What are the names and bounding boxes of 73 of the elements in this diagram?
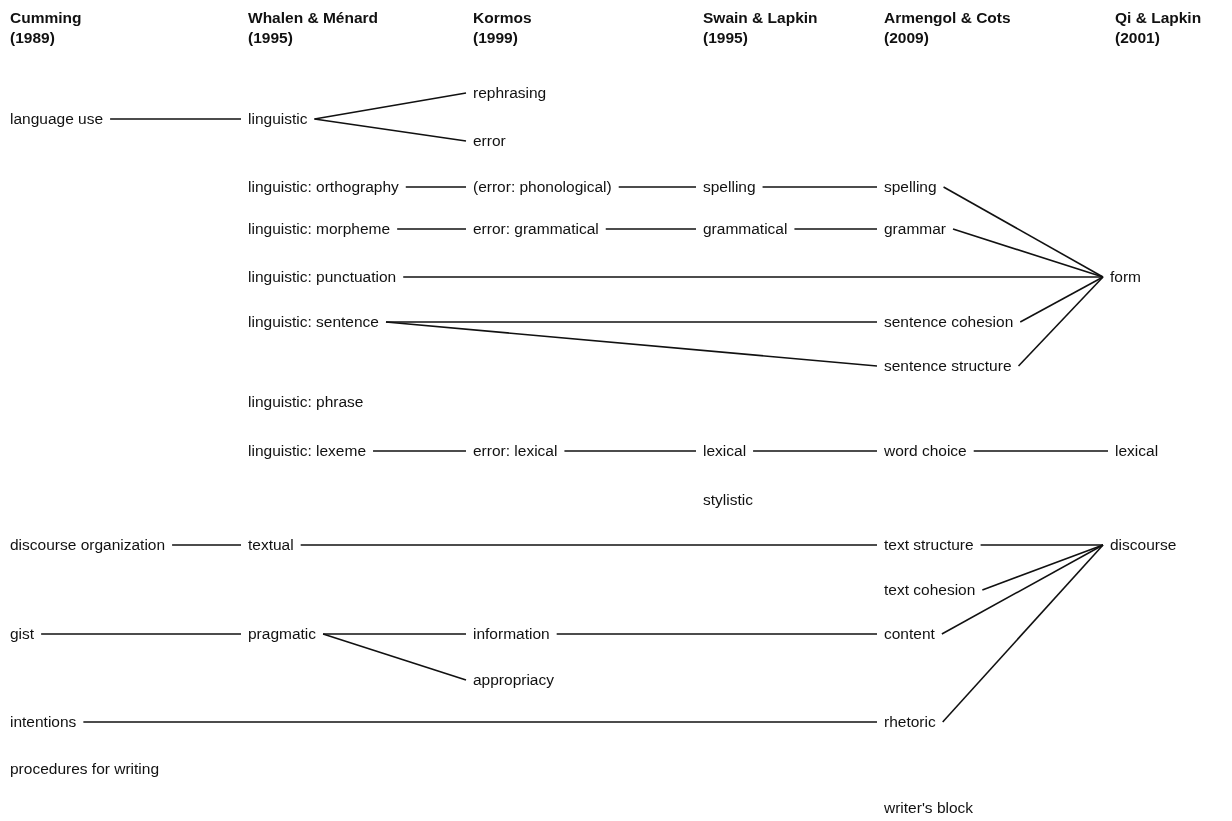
connector-line: [942, 186, 1104, 278]
connector-line: [752, 450, 878, 452]
connector-line: [40, 633, 242, 635]
column-heading: Swain & Lapkin (1995): [703, 8, 819, 48]
term-label: error: lexical: [466, 441, 565, 461]
connector-line: [171, 544, 242, 546]
connector-line: [322, 633, 467, 635]
connector-line: [555, 633, 878, 635]
term-label: error: [466, 131, 513, 151]
term-label: rhetoric: [877, 712, 943, 732]
term-label: lexical: [1108, 441, 1166, 461]
term-label: appropriacy: [466, 670, 561, 690]
connector-line: [604, 228, 697, 230]
term-label: word choice: [877, 441, 974, 461]
connector-line: [761, 186, 878, 188]
connector-line: [385, 321, 878, 367]
connector-line: [1017, 276, 1104, 367]
connector-line: [563, 450, 697, 452]
term-label: rephrasing: [466, 83, 554, 103]
connector-line: [972, 450, 1109, 452]
term-label: linguistic: lexeme: [241, 441, 374, 461]
connector-line: [299, 544, 878, 546]
term-label: textual: [241, 535, 301, 555]
term-label: information: [466, 624, 557, 644]
column-heading: Cumming (1989): [10, 8, 83, 48]
connector-line: [617, 186, 697, 188]
term-label: discourse: [1103, 535, 1184, 555]
term-label: linguistic: morpheme: [241, 219, 398, 239]
term-label: (error: phonological): [466, 177, 619, 197]
term-label: procedures for writing: [3, 759, 167, 779]
term-label: spelling: [696, 177, 763, 197]
connector-line: [793, 228, 878, 230]
term-label: linguistic: orthography: [241, 177, 406, 197]
connector-line: [313, 92, 467, 120]
term-label: linguistic: punctuation: [241, 267, 404, 287]
term-label: form: [1103, 267, 1148, 287]
connector-line: [1019, 276, 1104, 323]
connector-line: [82, 721, 878, 723]
connector-line: [396, 228, 467, 230]
term-label: discourse organization: [3, 535, 173, 555]
column-heading: Armengol & Cots (2009): [884, 8, 1012, 48]
connector-line: [402, 276, 1104, 278]
connector-line: [313, 118, 467, 142]
connector-line: [941, 544, 1104, 723]
term-label: intentions: [3, 712, 84, 732]
term-label: sentence cohesion: [877, 312, 1021, 332]
term-label: text cohesion: [877, 580, 983, 600]
connector-line: [372, 450, 467, 452]
term-label: error: grammatical: [466, 219, 606, 239]
term-label: pragmatic: [241, 624, 324, 644]
column-heading: Qi & Lapkin (2001): [1115, 8, 1203, 48]
column-heading: Whalen & Ménard (1995): [248, 8, 380, 48]
term-label: text structure: [877, 535, 981, 555]
connector-line: [979, 544, 1104, 546]
connector-line: [322, 633, 467, 681]
term-label: gist: [3, 624, 42, 644]
term-label: lexical: [696, 441, 754, 461]
column-heading: Kormos (1999): [473, 8, 533, 48]
term-label: linguistic: [241, 109, 315, 129]
term-label: linguistic: phrase: [241, 392, 371, 412]
term-label: content: [877, 624, 942, 644]
connector-line: [952, 228, 1104, 278]
term-label: writer's block: [877, 798, 981, 818]
term-label: grammar: [877, 219, 953, 239]
term-label: grammatical: [696, 219, 795, 239]
term-label: sentence structure: [877, 356, 1019, 376]
term-label: stylistic: [696, 490, 760, 510]
connector-line: [941, 544, 1104, 635]
connector-line: [109, 118, 242, 120]
term-label: language use: [3, 109, 111, 129]
connector-line: [404, 186, 467, 188]
term-label: spelling: [877, 177, 944, 197]
term-label: linguistic: sentence: [241, 312, 386, 332]
